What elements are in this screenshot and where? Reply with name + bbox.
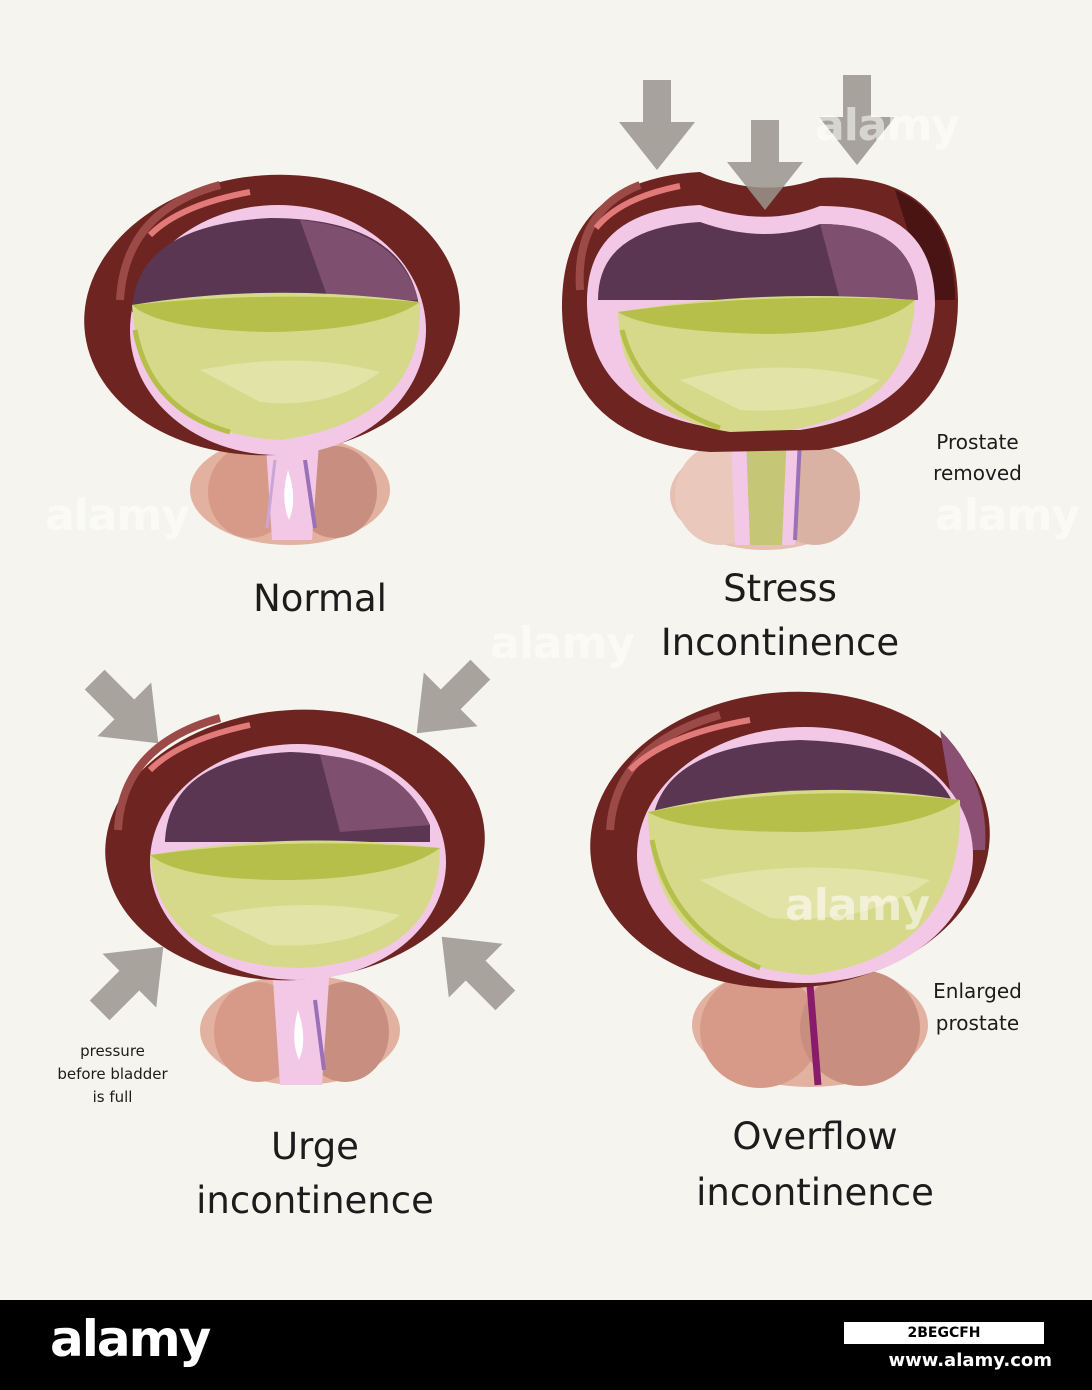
urge-note-line1: pressure xyxy=(80,1042,145,1060)
overflow-note-line1: Enlarged xyxy=(933,979,1022,1003)
stress-note-line2: removed xyxy=(933,461,1022,485)
watermark: alamy xyxy=(785,880,930,931)
overflow-label-line2: incontinence xyxy=(696,1171,934,1214)
footer-url[interactable]: www.alamy.com xyxy=(888,1350,1052,1371)
normal-bladder xyxy=(84,174,460,545)
stress-note-line1: Prostate xyxy=(936,430,1019,454)
watermark: alamy xyxy=(935,490,1080,541)
urge-note-line2: before bladder xyxy=(57,1065,168,1083)
overflow-note-line2: prostate xyxy=(935,1011,1020,1035)
footer-bar: alamy 2BEGCFH www.alamy.com xyxy=(0,1300,1092,1390)
stress-label-line1: Stress xyxy=(723,567,837,610)
diagram-canvas xyxy=(67,75,990,1088)
urge-label-line2: incontinence xyxy=(196,1179,434,1222)
image-id-badge: 2BEGCFH xyxy=(844,1322,1044,1344)
watermark: alamy xyxy=(45,490,190,541)
watermark: alamy xyxy=(815,100,960,151)
stress-bladder xyxy=(561,75,958,550)
stress-label-line2: Incontinence xyxy=(660,621,900,664)
normal-label: Normal xyxy=(253,577,387,620)
urge-bladder xyxy=(67,642,533,1085)
urge-label-line1: Urge xyxy=(271,1125,359,1168)
footer-logo: alamy xyxy=(50,1310,211,1368)
overflow-label-line1: Overflow xyxy=(732,1115,898,1158)
overflow-bladder xyxy=(590,691,990,1088)
watermark: alamy xyxy=(490,618,635,669)
urge-note-line3: is full xyxy=(92,1088,133,1106)
